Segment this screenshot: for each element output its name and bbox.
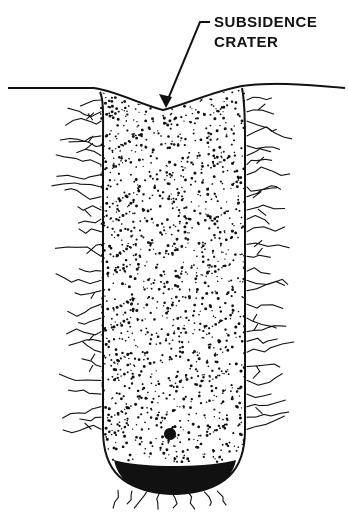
melt-puddle [114,460,236,495]
ground-surface-line [8,84,345,110]
rock-fragment [164,428,176,440]
callout-arrow [159,22,210,108]
callout-label-line-2: CRATER [214,34,278,51]
callout-label-line-1: SUBSIDENCE [214,14,317,31]
rubble-fill [99,89,247,463]
